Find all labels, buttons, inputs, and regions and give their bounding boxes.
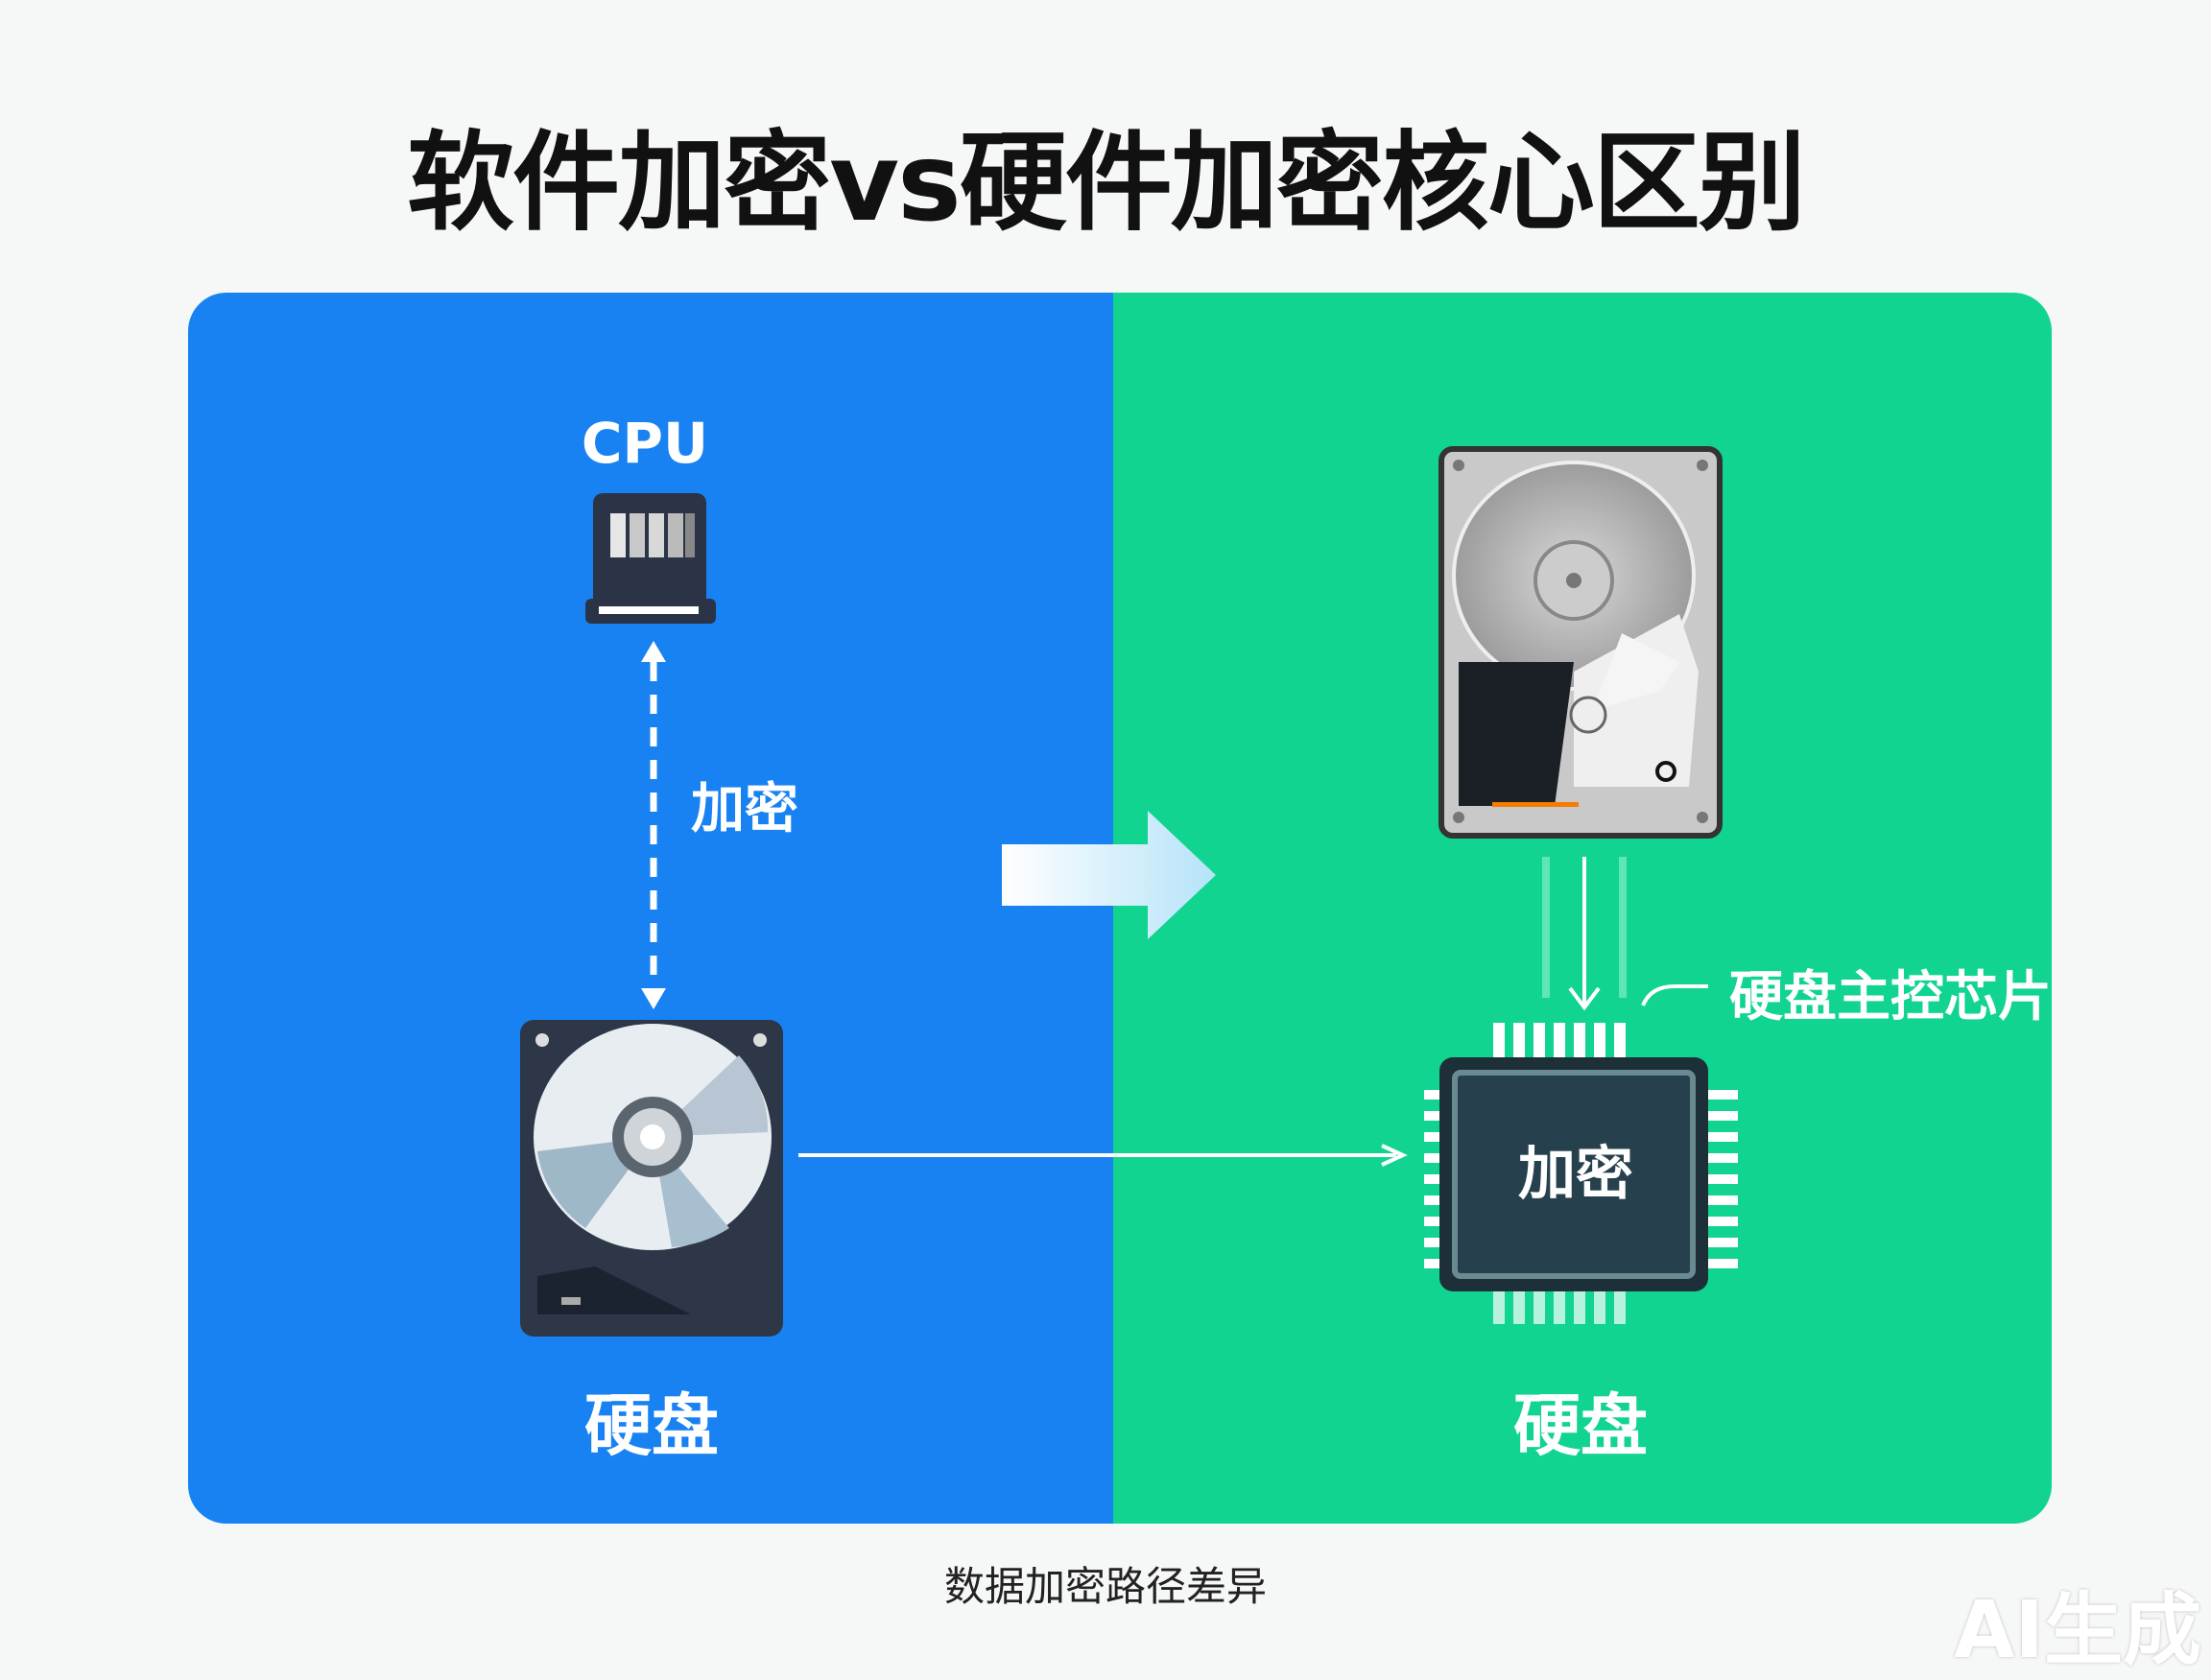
hardware-disk-label: 硬盘 [1513,1386,1648,1465]
hard-disk-icon [520,1020,783,1337]
cpu-icon [585,493,716,624]
controller-connection [1542,857,1708,1011]
chip-encrypt-label: 加密 [1518,1141,1633,1208]
controller-chip-icon [1424,1023,1738,1324]
controller-chip-label: 硬盘主控芯片 [1729,966,2052,1029]
page-title: 软件加密vs硬件加密核心区别 [407,121,1806,246]
software-disk-label: 硬盘 [584,1386,719,1465]
software-encrypt-label: 加密 [691,778,798,840]
ai-generated-watermark: AI生成 [1954,1585,2201,1676]
hard-disk-open-icon [1438,446,1723,839]
data-path-arrow [798,1144,1408,1167]
transition-arrow-icon [1002,811,1216,939]
diagram-caption: 数据加密路径差异 [943,1563,1267,1610]
cpu-label: CPU [582,411,708,476]
encrypt-dashed-arrow [641,641,666,1009]
